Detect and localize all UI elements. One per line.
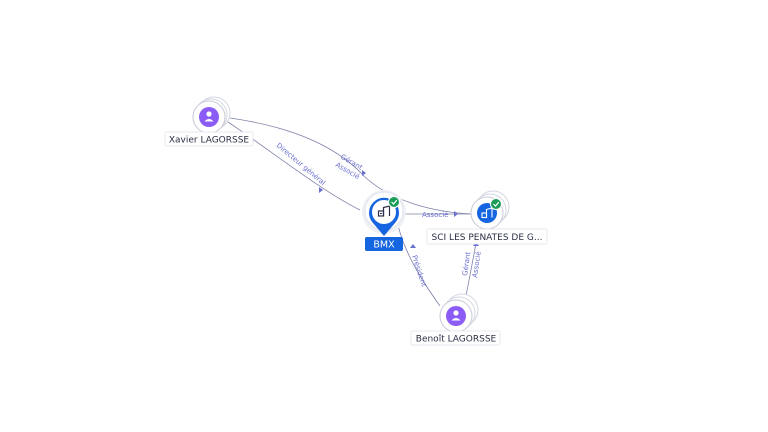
edge-benoit-bmx[interactable] [397,224,441,307]
node-label: BMX [373,240,395,251]
edge-label-associe-bmx-sci: Associé [422,211,448,219]
edge-label-president: Président [410,254,428,288]
node-label: Xavier LAGORSSE [169,136,250,146]
arrow-icon [319,187,323,193]
edge-label-associe-benoit-sci: Associé [471,251,483,278]
node-benoit-lagorsse[interactable]: Benoît LAGORSSE [410,293,501,346]
node-label: Benoît LAGORSSE [416,335,497,345]
building-icon [377,205,391,217]
arrow-icon [362,170,366,176]
node-label: SCI LES PENATES DE G... [432,233,543,243]
verified-check-icon [490,198,502,210]
node-bmx[interactable]: BMX [362,190,406,251]
building-icon [481,207,493,219]
person-icon [204,111,214,122]
edge-xavier-sci[interactable] [229,117,473,215]
person-icon [451,310,461,321]
arrow-icon [454,211,458,217]
verified-check-icon [388,196,400,208]
edge-label-gerant-benoit-sci: Gérant [461,251,472,276]
arrow-icon [410,244,416,248]
node-xavier-lagorsse[interactable]: Xavier LAGORSSE [164,96,254,147]
edge-label-directeur-general: Directeur général [275,141,327,187]
node-sci-les-penates[interactable]: SCI LES PENATES DE G... [426,190,548,245]
